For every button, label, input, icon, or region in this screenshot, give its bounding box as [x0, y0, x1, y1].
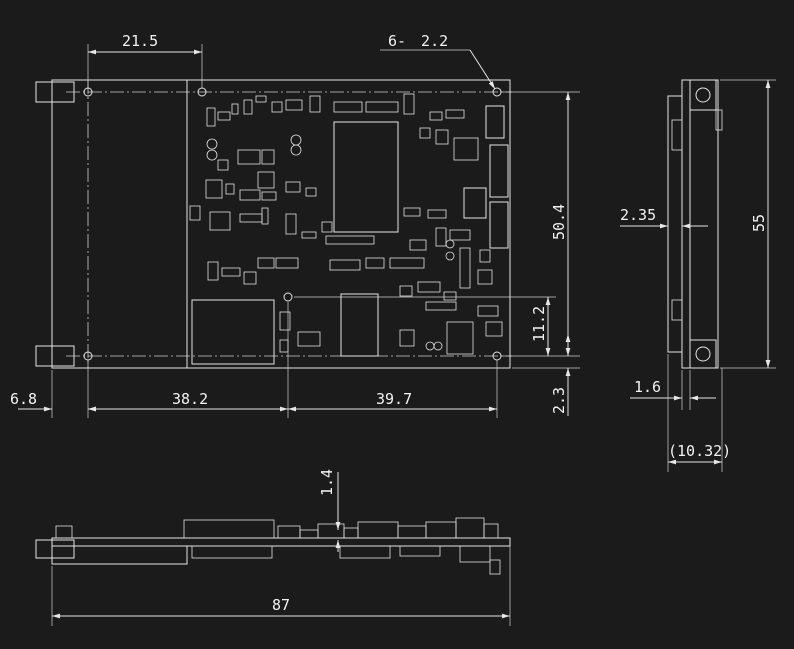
front-connector [51, 545, 188, 565]
shield-can-left [191, 299, 275, 365]
dim-2-35: 2.35 [620, 206, 656, 224]
side-connector-bottom [689, 339, 717, 369]
mounting-holes [83, 87, 502, 361]
dim-50-4: 50.4 [550, 204, 568, 240]
dim-38-2: 38.2 [172, 390, 208, 408]
header-connector-4 [489, 201, 509, 249]
header-connector-1 [485, 105, 505, 139]
header-connector-3 [463, 187, 487, 219]
front-view: 1.4 87 [35, 469, 511, 626]
shield-can-right [340, 293, 379, 357]
components [189, 93, 503, 353]
front-components [183, 517, 501, 575]
header-connector-2 [489, 144, 509, 198]
dim-6-8: 6.8 [10, 390, 37, 408]
dim-55: 55 [750, 214, 768, 232]
dim-hole-callout: 6- 2.2 [388, 32, 448, 50]
pcb-outline [51, 79, 511, 369]
dim-1-6: 1.6 [634, 378, 661, 396]
edge-connector [51, 79, 188, 369]
dim-10-32: (10.32) [668, 442, 731, 460]
dim-11-2: 11.2 [530, 306, 548, 342]
front-board [51, 537, 511, 547]
dim-1-4: 1.4 [318, 469, 336, 496]
dim-21-5: 21.5 [122, 32, 158, 50]
top-view: 21.5 6- 2.2 6.8 38.2 39.7 50.4 11.2 2.3 [10, 32, 580, 418]
side-connector-top [689, 79, 717, 111]
processor-chip [333, 121, 399, 233]
side-board [667, 95, 683, 353]
dim-87: 87 [272, 596, 290, 614]
dim-2-3: 2.3 [550, 387, 568, 414]
dim-39-7: 39.7 [376, 390, 412, 408]
side-view: 55 2.35 1.6 (10.32) [620, 79, 776, 472]
